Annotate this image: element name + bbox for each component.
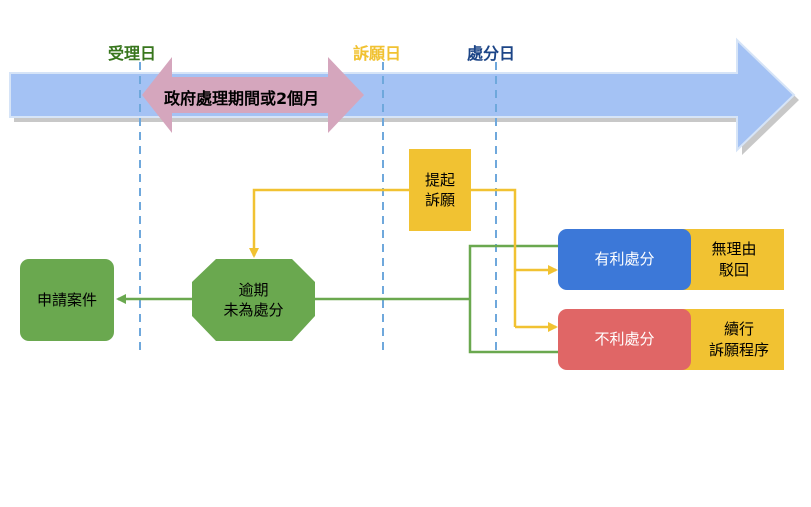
appeal-day-label: 訴願日 bbox=[353, 44, 402, 63]
unfavorable-label: 不利處分 bbox=[594, 330, 655, 349]
appeal-line1: 提起 bbox=[424, 170, 455, 189]
overdue-line1: 逾期 bbox=[238, 280, 269, 299]
overdue-label: 逾期 未為處分 bbox=[192, 259, 315, 341]
overdue-octagon bbox=[192, 259, 315, 341]
continue-box: 續行 訴願程序 bbox=[680, 309, 784, 370]
unfavorable-node: 不利處分 bbox=[558, 309, 691, 370]
accept-day-label: 受理日 bbox=[108, 44, 157, 63]
yellow-connector-to-overdue bbox=[249, 188, 410, 258]
decision-day-label: 處分日 bbox=[467, 44, 516, 63]
favorable-label: 有利處分 bbox=[594, 250, 655, 269]
dismiss-line2: 駁回 bbox=[718, 260, 749, 279]
appeal-node: 提起 訴願 bbox=[409, 149, 471, 231]
application-label: 申請案件 bbox=[36, 290, 97, 309]
period-double-arrow bbox=[142, 57, 364, 133]
overdue-line2: 未為處分 bbox=[223, 301, 284, 319]
yellow-connector-appeal-right bbox=[470, 188, 517, 327]
dismiss-line1: 無理由 bbox=[711, 240, 757, 259]
application-node: 申請案件 bbox=[20, 259, 114, 341]
timeline-arrow bbox=[9, 37, 796, 153]
period-label: 政府處理期間或2個月 bbox=[164, 89, 320, 108]
dismiss-box: 無理由 駁回 bbox=[680, 229, 784, 290]
continue-line1: 續行 bbox=[723, 320, 754, 339]
appeal-line2: 訴願 bbox=[424, 191, 455, 209]
continue-line2: 訴願程序 bbox=[708, 340, 769, 359]
favorable-node: 有利處分 bbox=[558, 229, 691, 290]
